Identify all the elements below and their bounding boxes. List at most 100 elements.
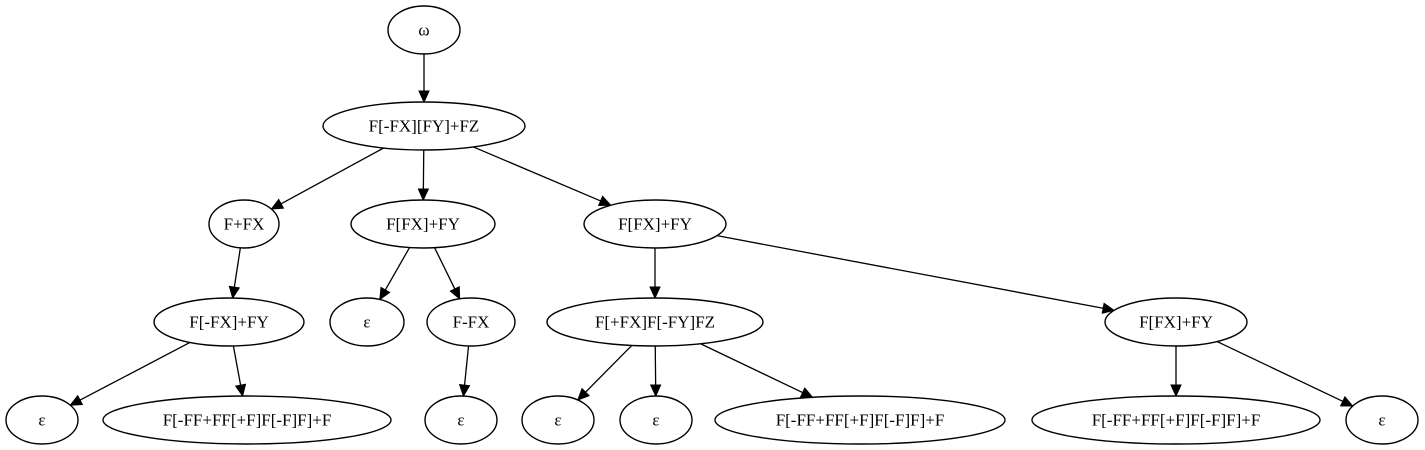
node-ellipse bbox=[426, 297, 516, 347]
edge-n9-n17 bbox=[1216, 340, 1354, 407]
nodes-layer: ωF[-FX][FY]+FZ F+FX F[FX]+FY F[FX]+FY F[-FX]… bbox=[5, 5, 1419, 445]
arrowhead-icon bbox=[1339, 395, 1354, 407]
node-label: F[FX]+FY bbox=[386, 215, 460, 234]
node-n4: F[FX]+FY bbox=[583, 199, 727, 249]
edge-line bbox=[233, 247, 241, 288]
node-ellipse bbox=[1031, 395, 1321, 445]
edge-n4-n8 bbox=[649, 248, 661, 300]
node-label: ε bbox=[38, 411, 45, 430]
node-n6: ε bbox=[329, 297, 405, 347]
arrowhead-icon bbox=[597, 195, 612, 207]
edge-n8-n15 bbox=[700, 343, 814, 398]
node-n16: F[-FF+FF[+F]F[-F]F]+F bbox=[1031, 395, 1321, 445]
arrowhead-icon bbox=[228, 285, 241, 300]
arrowhead-icon bbox=[458, 384, 471, 398]
node-ellipse bbox=[619, 395, 693, 445]
arrowhead-icon bbox=[418, 90, 430, 104]
node-label: ε bbox=[554, 411, 561, 430]
arrowhead-icon bbox=[1170, 384, 1182, 398]
node-ellipse bbox=[546, 297, 764, 347]
node-label: F[FX]+FY bbox=[618, 215, 692, 234]
node-ellipse bbox=[102, 395, 392, 445]
edge-line bbox=[473, 146, 601, 202]
arrowhead-icon bbox=[1101, 302, 1116, 314]
node-label: ε bbox=[1378, 411, 1385, 430]
node-ellipse bbox=[387, 5, 461, 55]
node-n3: F[FX]+FY bbox=[350, 199, 496, 249]
node-n14: ε bbox=[619, 395, 693, 445]
edge-line bbox=[700, 343, 803, 394]
node-label: F[+FX]F[-FY]FZ bbox=[595, 313, 715, 332]
arrowhead-icon bbox=[649, 286, 661, 300]
arrowhead-icon bbox=[799, 387, 814, 398]
arrowhead-icon bbox=[270, 198, 285, 210]
arrowhead-icon bbox=[69, 394, 84, 406]
edge-line bbox=[1216, 340, 1344, 402]
edge-n1-n2 bbox=[270, 147, 384, 210]
edge-n8-n14 bbox=[649, 345, 662, 398]
node-label: F[-FX]+FY bbox=[189, 313, 269, 332]
node-ellipse bbox=[329, 297, 405, 347]
node-label: F[FX]+FY bbox=[1139, 313, 1213, 332]
edge-n9-n16 bbox=[1170, 346, 1182, 398]
node-ellipse bbox=[208, 199, 280, 249]
node-n15: F[-FF+FF[+F]F[-F]F]+F bbox=[714, 395, 1006, 445]
node-label: F[-FF+FF[+F]F[-F]F]+F bbox=[776, 411, 945, 430]
edge-line bbox=[232, 345, 242, 386]
edge-n3-n7 bbox=[434, 247, 461, 300]
arrowhead-icon bbox=[417, 188, 430, 202]
edges-layer bbox=[69, 54, 1354, 407]
arrowhead-icon bbox=[649, 384, 662, 398]
edge-n1-n4 bbox=[473, 146, 612, 207]
node-n7: F-FX bbox=[426, 297, 516, 347]
node-label: ε bbox=[457, 411, 464, 430]
node-label: F[-FF+FF[+F]F[-F]F]+F bbox=[1092, 411, 1261, 430]
edge-n3-n6 bbox=[379, 247, 411, 301]
node-ellipse bbox=[5, 395, 79, 445]
edge-line bbox=[384, 247, 411, 291]
arrowhead-icon bbox=[576, 387, 591, 401]
node-ellipse bbox=[714, 395, 1006, 445]
node-ellipse bbox=[1104, 297, 1248, 347]
node-ellipse bbox=[583, 199, 727, 249]
node-ellipse bbox=[521, 395, 595, 445]
edge-n1-n3 bbox=[417, 149, 430, 202]
node-n13: ε bbox=[521, 395, 595, 445]
node-label: F[-FX][FY]+FZ bbox=[369, 117, 480, 136]
node-n9: F[FX]+FY bbox=[1104, 297, 1248, 347]
node-label: ω bbox=[418, 21, 429, 40]
node-label: F-FX bbox=[453, 313, 490, 332]
node-n11: F[-FF+FF[+F]F[-F]F]+F bbox=[102, 395, 392, 445]
arrowhead-icon bbox=[234, 383, 247, 398]
node-ellipse bbox=[424, 395, 498, 445]
node-root: ω bbox=[387, 5, 461, 55]
edge-n5-n10 bbox=[69, 341, 191, 406]
edge-n7-n12 bbox=[458, 345, 471, 398]
node-label: ε bbox=[652, 411, 659, 430]
node-n10: ε bbox=[5, 395, 79, 445]
edge-line bbox=[280, 147, 384, 205]
edge-root-n1 bbox=[418, 54, 430, 104]
node-ellipse bbox=[153, 297, 305, 347]
node-ellipse bbox=[350, 199, 496, 249]
node-n2: F+FX bbox=[208, 199, 280, 249]
node-n5: F[-FX]+FY bbox=[153, 297, 305, 347]
node-label: F+FX bbox=[224, 215, 265, 234]
edge-line bbox=[463, 345, 470, 386]
edge-line bbox=[79, 341, 191, 401]
node-label: ε bbox=[363, 313, 370, 332]
node-label: F[-FF+FF[+F]F[-F]F]+F bbox=[163, 411, 332, 430]
node-n12: ε bbox=[424, 395, 498, 445]
arrowhead-icon bbox=[379, 286, 391, 301]
edge-n4-n9 bbox=[716, 235, 1116, 314]
edge-line bbox=[585, 344, 633, 393]
node-ellipse bbox=[1345, 395, 1419, 445]
node-n8: F[+FX]F[-FY]FZ bbox=[546, 297, 764, 347]
edge-n2-n5 bbox=[228, 247, 241, 300]
edge-line bbox=[716, 235, 1104, 309]
edge-line bbox=[434, 247, 456, 290]
node-ellipse bbox=[322, 101, 526, 151]
edge-n8-n13 bbox=[576, 344, 633, 401]
edge-n5-n11 bbox=[232, 345, 247, 398]
